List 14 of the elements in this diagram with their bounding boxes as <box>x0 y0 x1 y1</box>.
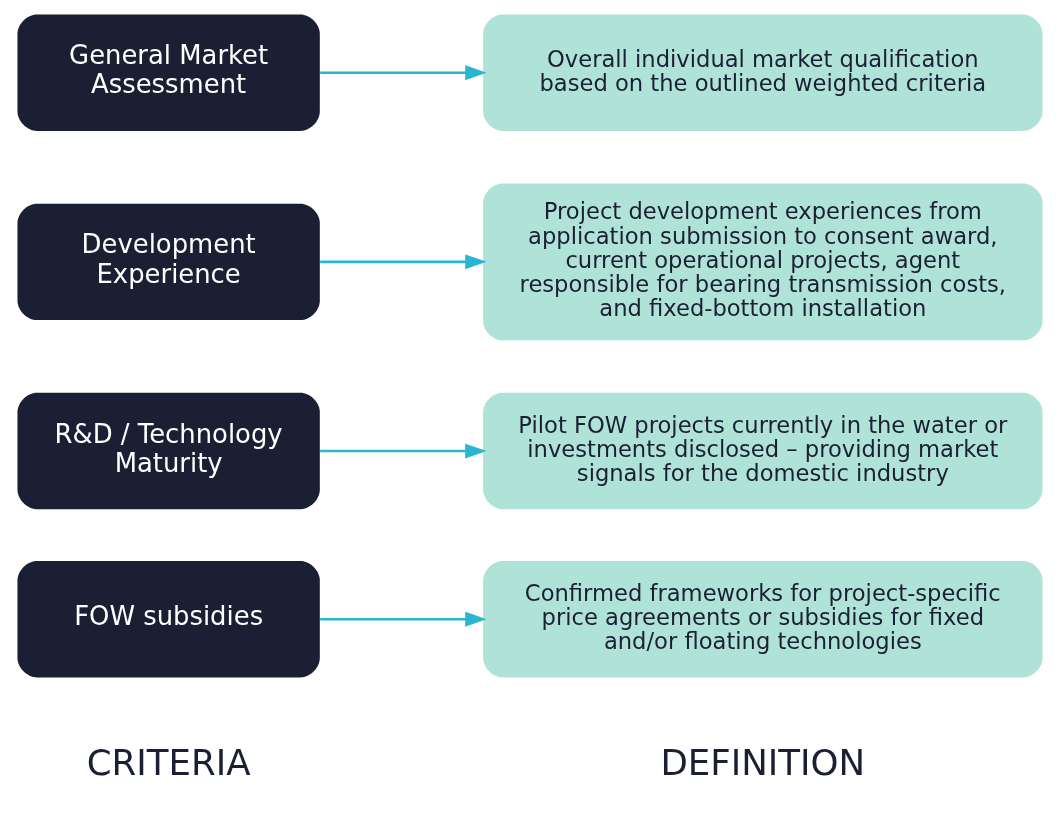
node-box: Development Experience <box>17 203 320 321</box>
arrow <box>320 65 487 81</box>
node-box: Project development experiences from application submission to consent award, current operational projects, agent responsible for bearing transmission costs, and fixed-bottom installation <box>483 183 1043 341</box>
node-box: Pilot FOW projects currently in the water or investments disclosed – providing market signals for the domestic industry <box>483 392 1043 510</box>
node-box: FOW subsidies <box>17 561 320 678</box>
label: DEFINITION <box>660 742 866 784</box>
node-box: General Market Assessment <box>17 14 320 131</box>
arrow <box>320 254 487 270</box>
node-box: Confirmed frameworks for project-specific price agreements or subsidies for fixed and/or floating technologies <box>483 561 1043 678</box>
arrow <box>320 443 487 459</box>
label: CRITERIA <box>86 742 251 784</box>
node-box: Overall individual market qualification based on the outlined weighted criteria <box>483 14 1043 131</box>
node-box: R&D / Technology Maturity <box>17 392 320 510</box>
arrow <box>320 611 487 627</box>
